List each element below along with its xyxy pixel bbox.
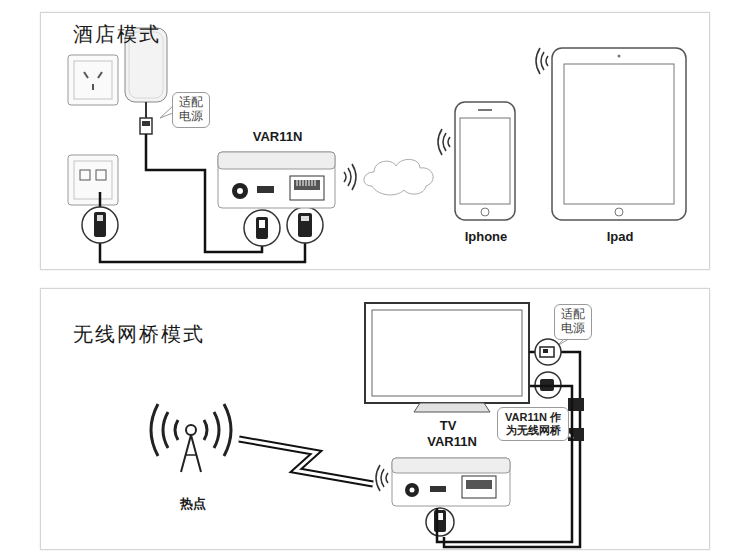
plug-magnifier [426,508,454,536]
device-label: VAR11N [393,434,511,449]
callout-text: 适配 电源 [176,96,206,124]
callout-text: 适配 电源 [558,308,588,336]
device-label: Ipad [551,229,689,244]
wireless-bolt [239,439,373,484]
tv [365,303,529,412]
var11n-device [218,152,335,208]
device-label: Iphone [454,229,518,244]
callout-bubble: VAR11N 作 为无线网桥 [497,407,569,441]
device-label: 热点 [149,495,237,513]
iphone [455,102,515,220]
wifi-symbol [438,129,450,155]
hotspot: 热点 [149,401,237,477]
callout-bubble: 适配 电源 [172,92,210,128]
device: VAR11N [219,151,361,213]
tablet: Ipad [551,47,689,223]
panel-title: 酒店模式 [73,21,161,48]
device-label: VAR11N [219,129,336,144]
wifi-symbol [344,164,356,190]
mode-panel: 无线网桥模式适配 电源TVVAR11N 作 为无线网桥VAR11N热点 [40,288,710,550]
network-socket [68,155,118,205]
callout-bubble: 适配 电源 [554,304,592,340]
phone: Iphone [454,101,518,223]
device: VAR11N [373,456,513,508]
plug-magnifier [82,207,323,246]
hotspot-tower [151,404,231,472]
connector [437,386,572,542]
var11n-device [392,458,510,506]
cloud [364,159,433,195]
wifi-symbol [536,48,548,74]
mode-panel: 酒店模式适配 电源VAR11NIphoneIpad [40,12,710,270]
connector [239,439,373,484]
ipad [552,48,686,220]
plug-magnifier [535,339,561,398]
tv-cables [444,352,580,547]
av-cable [437,386,572,542]
tv: TV [366,304,530,416]
panel-title: 无线网桥模式 [73,321,205,348]
power-socket [68,55,118,105]
wireless-bolt [239,439,373,484]
callout-text: VAR11N 作 为无线网桥 [501,411,565,437]
wifi-symbol [376,465,388,491]
